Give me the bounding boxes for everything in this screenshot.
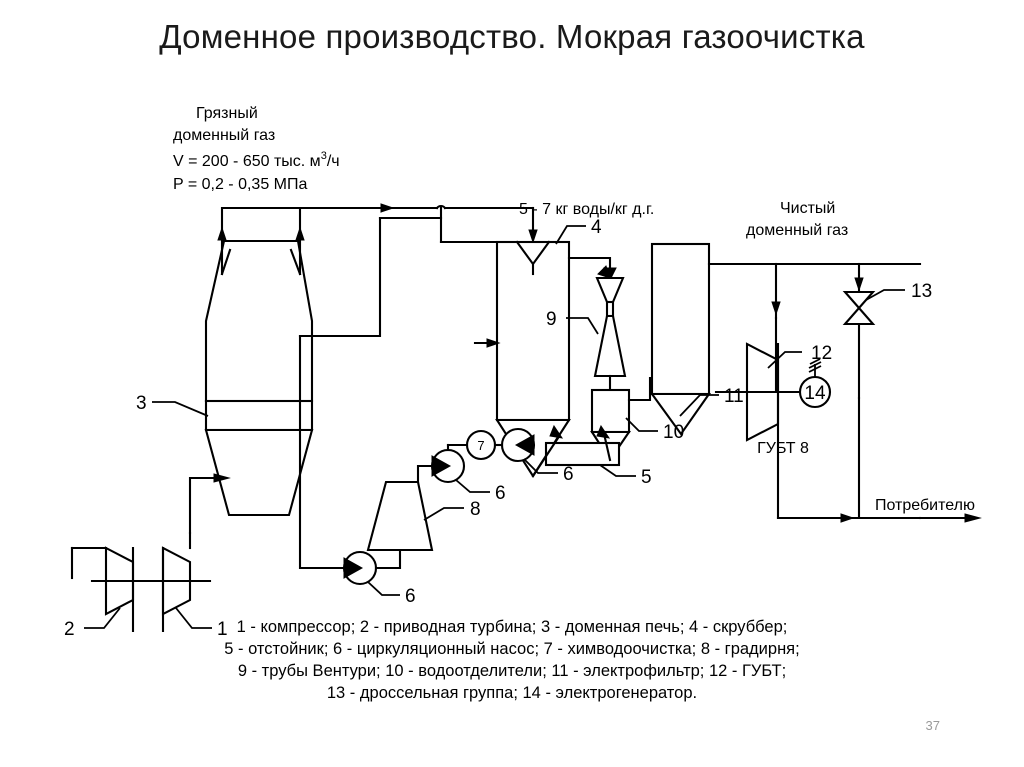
- legend-line-1: 1 - компрессор; 2 - приводная турбина; 3…: [236, 618, 788, 636]
- electric-generator-14[interactable]: 14: [798, 358, 832, 409]
- venturi-tubes-9[interactable]: [593, 276, 627, 378]
- callout-12: 12: [811, 343, 832, 364]
- clean-gas-note: Чистый доменный газ: [746, 200, 848, 239]
- clean-gas-line2: доменный газ: [746, 222, 848, 239]
- slurry-lines: [531, 424, 612, 478]
- callout-2: 2: [64, 619, 75, 640]
- dirty-gas-note: Грязный доменный газ V = 200 - 650 тыс. …: [173, 105, 340, 193]
- consumer-label: Потребителю: [875, 497, 975, 514]
- gubt-piping: [774, 316, 922, 523]
- page-number: 37: [925, 718, 940, 733]
- scrubber-inlet-arrow: [473, 338, 501, 348]
- legend-line-4: 13 - дроссельная группа; 14 - электроген…: [326, 684, 698, 702]
- callout-5-tank: 5: [641, 467, 652, 488]
- callout-6-tower: 6: [495, 483, 506, 504]
- chem-water-treatment-7[interactable]: 7: [446, 429, 504, 461]
- circulation-pump-6-tank[interactable]: [500, 427, 536, 463]
- dirty-gas-line2: доменный газ: [173, 127, 275, 144]
- callout-4: 4: [591, 217, 602, 238]
- scrubber-to-venturi-line: [567, 256, 617, 282]
- dirty-gas-main-line: [298, 203, 538, 244]
- flow-volume: V = 200 - 650 тыс. м3/ч: [173, 150, 340, 170]
- callout-13: 13: [911, 281, 932, 302]
- clean-gas-line1: Чистый: [780, 200, 835, 217]
- callout-10: 10: [663, 422, 684, 443]
- dirty-gas-line1: Грязный: [196, 105, 258, 122]
- callout-14: 14: [804, 383, 826, 404]
- blast-furnace-3[interactable]: [204, 239, 314, 517]
- circulation-pump-6-tower[interactable]: [430, 443, 466, 484]
- consumer-outlet: Потребителю: [857, 396, 982, 523]
- callout-8: 8: [470, 499, 481, 520]
- circulation-pump-6-bottom[interactable]: [342, 550, 378, 586]
- electrofilter-11[interactable]: [649, 242, 712, 436]
- callout-3: 3: [136, 393, 147, 414]
- callout-7: 7: [477, 438, 484, 453]
- legend: 1 - компрессор; 2 - приводная турбина; 3…: [0, 616, 1024, 704]
- water-ratio-note: 5 - 7 кг воды/кг д.г.: [519, 201, 654, 218]
- legend-line-2: 5 - отстойник; 6 - циркуляционный насос;…: [224, 640, 800, 658]
- cooling-tower-8[interactable]: [366, 480, 434, 552]
- callout-leaders: 3 4 9 10 11 12 13 5 6: [64, 217, 932, 640]
- pressure-note: P = 0,2 - 0,35 МПа: [173, 176, 307, 193]
- throttle-valve-13[interactable]: [842, 290, 876, 400]
- callout-6-bottom: 6: [405, 586, 416, 607]
- page-title: Доменное производство. Мокрая газоочистк…: [159, 18, 865, 55]
- callout-11: 11: [724, 386, 744, 407]
- callout-1: 1: [217, 619, 228, 640]
- legend-line-3: 9 - трубы Вентури; 10 - водоотделители; …: [237, 662, 787, 680]
- settling-tank-5[interactable]: [544, 441, 621, 467]
- callout-6-tank: 6: [563, 464, 574, 485]
- clean-gas-main-line: [707, 262, 922, 320]
- gubt-label: ГУБТ 8: [757, 440, 809, 457]
- turbo-shaft: [70, 531, 212, 633]
- process-flow-diagram: Грязный доменный газ V = 200 - 650 тыс. …: [0, 78, 1024, 718]
- blast-air-line: [188, 473, 231, 535]
- callout-9: 9: [546, 309, 557, 330]
